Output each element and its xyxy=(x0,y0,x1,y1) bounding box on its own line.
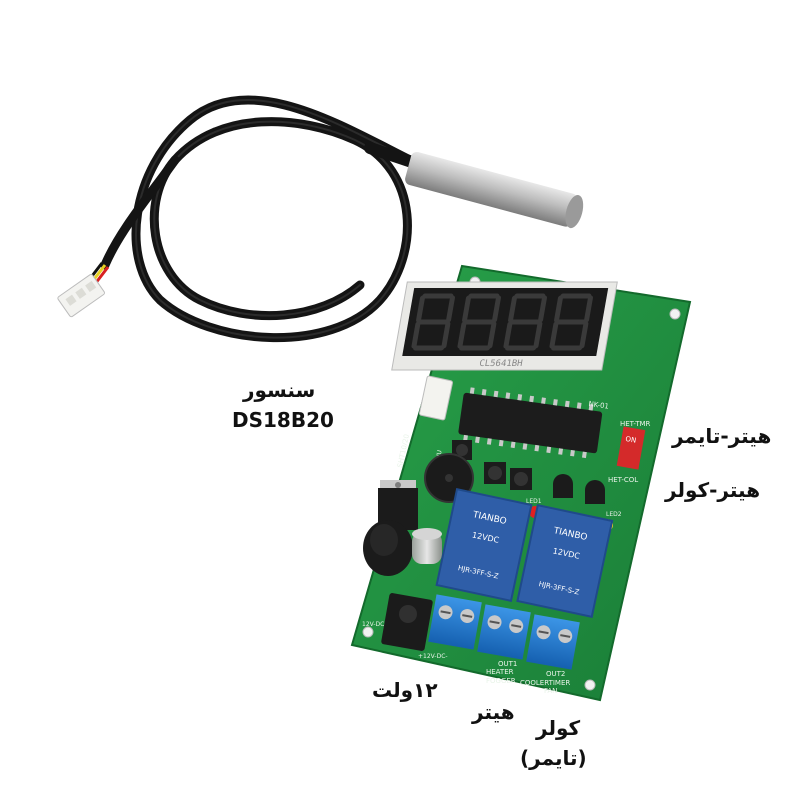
electrolytic-capacitor xyxy=(363,520,413,576)
cooler-label: کولر xyxy=(536,716,581,740)
switch-bottom-label: HET-COL xyxy=(608,476,638,484)
dc-power-jack: 12V-DC +12V-DC- xyxy=(362,593,448,660)
jst-connector xyxy=(57,273,105,318)
sensor-model-label: DS18B20 xyxy=(232,408,334,432)
terminal-out2 xyxy=(526,614,580,670)
power-label-left: 12V-DC xyxy=(362,621,384,628)
relay-2: TIANBO 12VDC HJR-3FF-S-Z xyxy=(516,503,614,618)
heater-timer-label: هیتر-تایمر xyxy=(672,424,772,448)
out2-fan: FAN xyxy=(544,687,557,695)
led1-label: LED1 xyxy=(526,498,542,505)
chip-label: NK-01 xyxy=(588,400,609,411)
terminal-power xyxy=(428,594,482,650)
out2-coolertimer: COOLERTIMER xyxy=(520,679,570,687)
volt12-label: ۱۲ولت xyxy=(372,678,438,702)
output-silkscreen: OUT1 HEATER FOGGER OUT2 COOLERTIMER FAN xyxy=(486,660,570,695)
relay-1: TIANBO 12VDC HJR-3FF-S-Z xyxy=(435,487,533,603)
led2-label: LED2 xyxy=(606,511,622,518)
display-part-label: CL5641BH xyxy=(478,359,523,369)
switch-on-label: ON xyxy=(625,435,637,445)
temperature-probe xyxy=(364,142,584,229)
out2-label: OUT2 xyxy=(546,670,565,678)
seven-segment-display: CL5641BH xyxy=(391,281,618,371)
small-capacitor xyxy=(412,528,442,564)
sensor-cable xyxy=(87,95,415,343)
out1-fogger: FOGGER xyxy=(486,677,516,685)
timer-label: (تایمر) xyxy=(520,746,587,770)
sensor-label: سنسور xyxy=(243,378,316,402)
heater-cooler-label: هیتر-کولر xyxy=(665,478,761,502)
terminal-out1 xyxy=(477,604,531,660)
switch-top-label: HET-TMR xyxy=(620,420,651,428)
heater-label: هیتر xyxy=(472,700,515,724)
out1-label: OUT1 xyxy=(498,660,517,668)
microcontroller-chip: NK-01 xyxy=(458,387,609,459)
mode-switch: HET-TMR ON HET-COL xyxy=(608,420,651,484)
power-label: +12V-DC- xyxy=(418,653,448,660)
out1-heater: HEATER xyxy=(486,668,514,676)
